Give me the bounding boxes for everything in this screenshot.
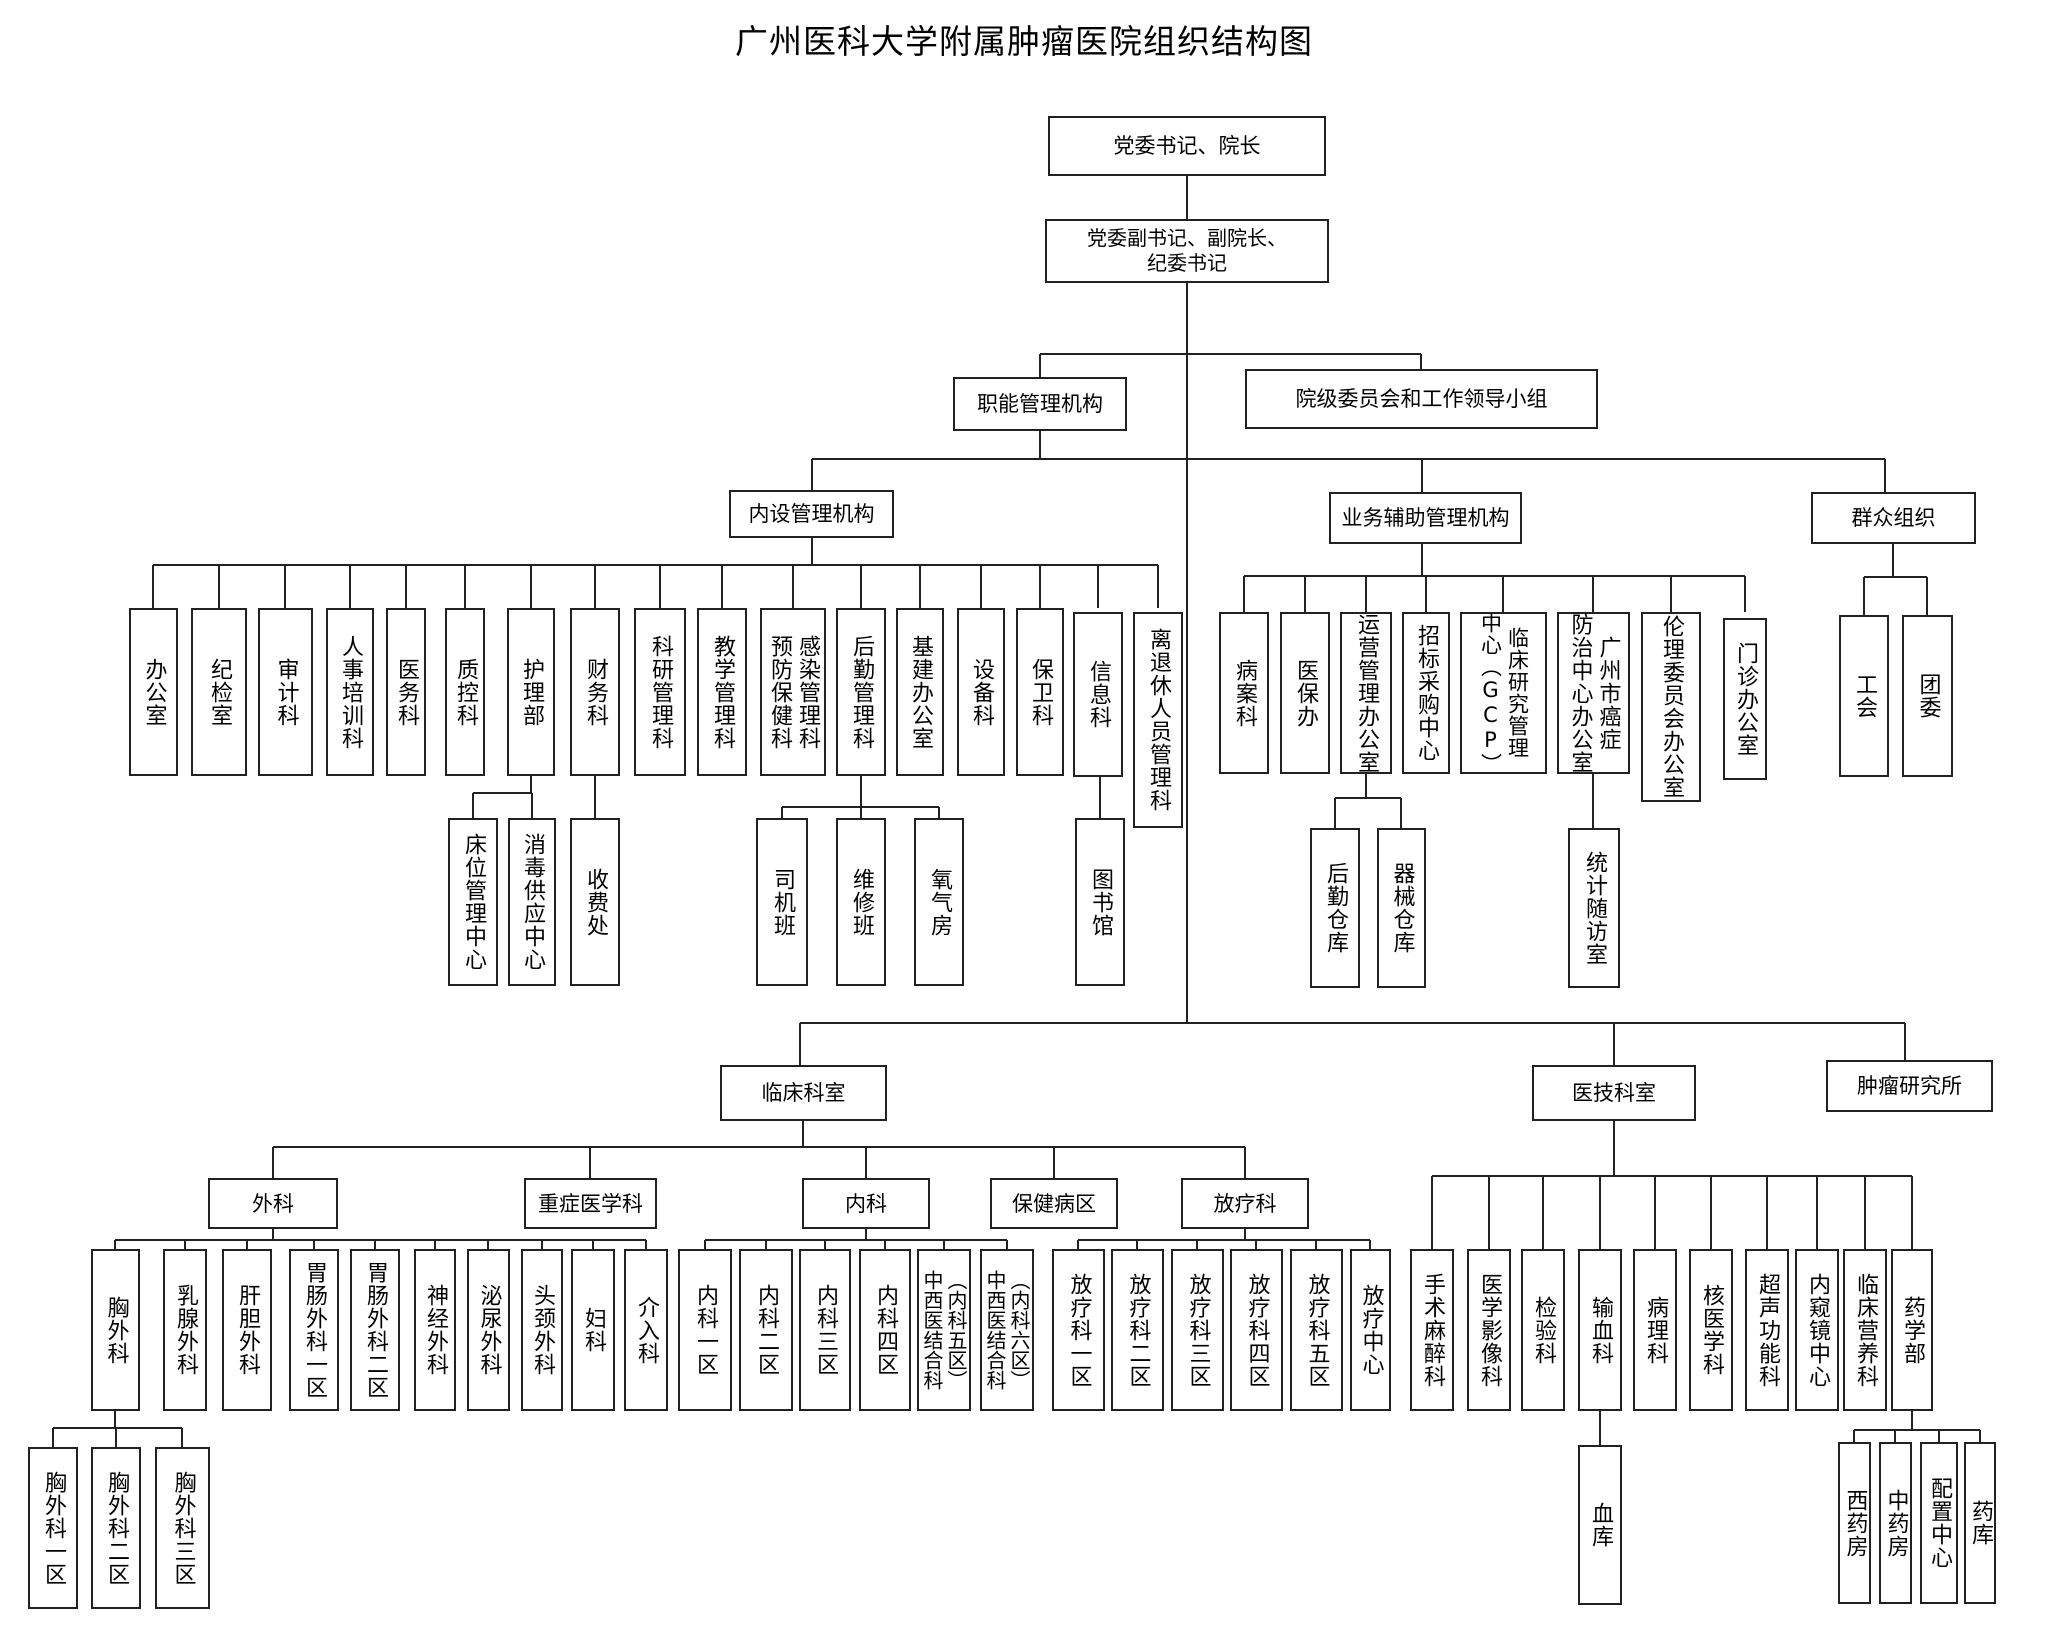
box-endoscopy-center: 内窥镜中心: [1795, 1249, 1839, 1411]
box-internal-medicine-6: （内科六区） 中西医结合科: [980, 1249, 1034, 1411]
box-drivers: 司机班: [756, 818, 808, 986]
box-medical-insurance: 医保办: [1280, 612, 1330, 774]
chart-title: 广州医科大学附属肿瘤医院组织结构图: [735, 22, 1313, 61]
box-operations-office: 运营管理办公室: [1340, 612, 1392, 774]
box-anesthesia: 手术麻醉科: [1410, 1249, 1454, 1411]
box-cancer-center-office: 广州市癌症 防治中心办公室: [1557, 612, 1630, 774]
box-functional-management: 职能管理机构: [953, 377, 1127, 431]
box-library: 图书馆: [1075, 818, 1125, 986]
box-head-neck-surgery: 头颈外科: [521, 1249, 563, 1411]
box-gi-surgery-1: 胃肠外科一区: [289, 1249, 339, 1411]
box-gcp-center: 临床研究管理 中心（GCP）: [1460, 612, 1547, 774]
box-office: 办公室: [129, 608, 178, 776]
box-radiotherapy-4: 放疗科四区: [1230, 1249, 1283, 1411]
box-internal-medicine-5: （内科五区） 中西医结合科: [917, 1249, 971, 1411]
box-logistics-management: 后勤管理科: [836, 608, 886, 776]
box-union: 工会: [1839, 615, 1889, 777]
box-medical-imaging: 医学影像科: [1467, 1249, 1511, 1411]
box-audit: 审计科: [258, 608, 313, 776]
box-western-pharmacy: 西药房: [1838, 1442, 1871, 1604]
box-gi-surgery-2: 胃肠外科二区: [350, 1249, 400, 1411]
box-hepatobiliary-surgery: 肝胆外科: [222, 1249, 272, 1411]
box-hr-training: 人事培训科: [326, 608, 374, 776]
box-radiotherapy-2: 放疗科二区: [1111, 1249, 1164, 1411]
box-outpatient-office: 门诊办公室: [1723, 618, 1767, 780]
box-tcm-pharmacy: 中药房: [1879, 1442, 1912, 1604]
box-pathology: 病理科: [1633, 1249, 1677, 1411]
box-ethics-office: 伦理委员会办公室: [1641, 612, 1701, 802]
box-teaching-management: 教学管理科: [697, 608, 747, 776]
box-discipline: 纪检室: [191, 608, 247, 776]
box-nuclear-medicine: 核医学科: [1689, 1249, 1733, 1411]
box-committees: 院级委员会和工作领导小组: [1245, 369, 1598, 429]
box-thoracic-surgery-1: 胸外科一区: [28, 1447, 78, 1609]
box-cashier: 收费处: [570, 818, 620, 986]
box-deputies: 党委副书记、副院长、 纪委书记: [1045, 219, 1329, 283]
box-pharmacy-department: 药学部: [1891, 1249, 1933, 1411]
box-internal-medicine-1: 内科一区: [678, 1249, 732, 1411]
box-radiotherapy-center: 放疗中心: [1350, 1249, 1391, 1411]
box-radiotherapy: 放疗科: [1181, 1178, 1309, 1229]
box-gynecology: 妇科: [571, 1249, 615, 1411]
box-procurement-center: 招标采购中心: [1402, 612, 1450, 774]
box-internal-medicine-2: 内科二区: [739, 1249, 793, 1411]
box-nursing: 护理部: [507, 608, 555, 776]
box-neurosurgery: 神经外科: [414, 1249, 456, 1411]
box-repair: 维修班: [836, 818, 886, 986]
box-youth-league: 团委: [1902, 615, 1953, 777]
box-mass-organizations: 群众组织: [1811, 492, 1976, 544]
box-transfusion: 输血科: [1578, 1249, 1622, 1411]
box-internal-medicine-3: 内科三区: [799, 1249, 851, 1411]
box-construction-office: 基建办公室: [896, 608, 944, 776]
box-blood-bank: 血库: [1578, 1445, 1622, 1605]
box-compounding-center: 配置中心: [1920, 1442, 1958, 1604]
box-urology: 泌尿外科: [467, 1249, 510, 1411]
box-business-aux: 业务辅助管理机构: [1329, 492, 1522, 544]
box-medical-records: 病案科: [1219, 612, 1269, 774]
box-cancer-research-institute: 肿瘤研究所: [1826, 1060, 1993, 1112]
box-equipment: 设备科: [957, 608, 1005, 776]
box-clinical-departments: 临床科室: [720, 1065, 887, 1121]
box-breast-surgery: 乳腺外科: [163, 1249, 207, 1411]
box-quality-control: 质控科: [445, 608, 485, 776]
box-research-management: 科研管理科: [634, 608, 686, 776]
box-medical-affairs: 医务科: [386, 608, 426, 776]
box-followup-room: 统计随访室: [1568, 828, 1620, 988]
box-internal-medicine: 内科: [802, 1178, 930, 1229]
box-finance: 财务科: [570, 608, 620, 776]
box-medical-technology: 医技科室: [1532, 1065, 1696, 1121]
box-internal-management: 内设管理机构: [729, 490, 894, 538]
box-thoracic-surgery-2: 胸外科二区: [91, 1447, 141, 1609]
box-retirees: 离退休人员管理科: [1133, 612, 1183, 828]
box-secretary-president: 党委书记、院长: [1048, 116, 1326, 176]
box-radiotherapy-5: 放疗科五区: [1290, 1249, 1343, 1411]
box-bed-center: 床位管理中心: [448, 818, 498, 986]
box-radiotherapy-1: 放疗科一区: [1052, 1249, 1105, 1411]
box-ultrasound: 超声功能科: [1745, 1249, 1789, 1411]
box-surgery: 外科: [208, 1178, 338, 1229]
box-thoracic-surgery-3: 胸外科三区: [155, 1447, 210, 1609]
box-drug-warehouse: 药库: [1964, 1442, 1996, 1604]
box-logistics-store: 后勤仓库: [1310, 828, 1360, 988]
box-clinical-nutrition: 临床营养科: [1843, 1249, 1887, 1411]
box-infection-prevention: 感染管理科 预防保健科: [760, 608, 826, 776]
box-information: 信息科: [1073, 612, 1123, 777]
box-device-store: 器械仓库: [1377, 828, 1426, 988]
box-icu: 重症医学科: [524, 1178, 657, 1229]
box-thoracic-surgery: 胸外科: [91, 1249, 140, 1411]
box-radiotherapy-3: 放疗科三区: [1171, 1249, 1224, 1411]
box-oxygen: 氧气房: [914, 818, 964, 986]
box-sterile-supply: 消毒供应中心: [508, 818, 556, 986]
box-laboratory: 检验科: [1521, 1249, 1565, 1411]
box-internal-medicine-4: 内科四区: [859, 1249, 911, 1411]
box-security: 保卫科: [1016, 608, 1064, 776]
box-interventional: 介入科: [624, 1249, 668, 1411]
box-vip-ward: 保健病区: [990, 1178, 1118, 1229]
